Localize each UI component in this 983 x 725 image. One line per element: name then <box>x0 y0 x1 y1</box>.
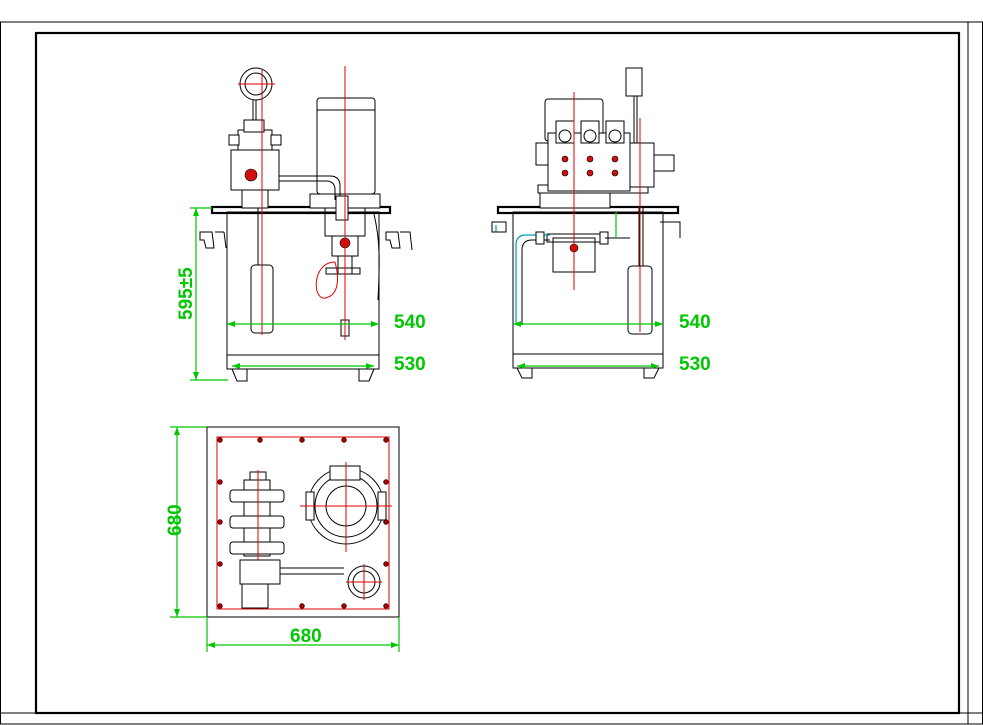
front-manifold <box>230 149 280 191</box>
front-motor <box>316 97 376 195</box>
top-bolt-circle <box>216 436 390 610</box>
front-tank <box>226 211 380 356</box>
sheet-border <box>0 21 983 725</box>
top-height-dim: 680 <box>165 504 186 536</box>
front-view-dimensions: 595±5 540 530 <box>176 207 426 381</box>
top-view <box>206 426 400 618</box>
top-view-dimensions: 680 680 <box>165 426 400 652</box>
top-width-dim: 680 <box>290 626 322 647</box>
front-width-upper-dim: 540 <box>394 312 426 333</box>
front-width-lower-dim: 530 <box>394 354 426 375</box>
front-height-dim: 595±5 <box>176 267 197 320</box>
side-width-lower-dim: 530 <box>679 354 711 375</box>
side-width-upper-dim: 540 <box>679 312 711 333</box>
front-view <box>199 66 413 382</box>
top-tank-outline <box>206 426 400 618</box>
side-view-dimensions: 540 530 <box>513 312 711 375</box>
side-view <box>491 67 681 379</box>
front-tank-lid <box>210 205 392 215</box>
side-gauge <box>625 67 643 97</box>
front-base <box>226 354 380 370</box>
